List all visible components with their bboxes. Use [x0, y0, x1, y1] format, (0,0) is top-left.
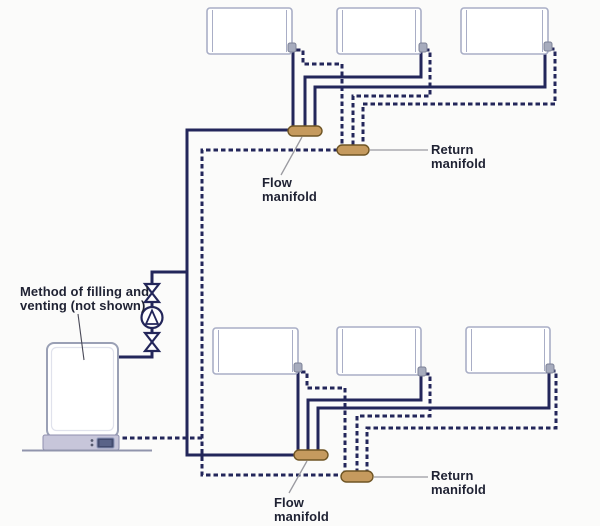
boiler-knob-icon — [90, 439, 94, 442]
boiler-knob-icon — [90, 443, 94, 447]
flow-manifold-top-label-line2: manifold — [262, 189, 317, 204]
radiator-top-2 — [336, 7, 428, 55]
method-label-line2: venting (not shown) — [20, 298, 145, 313]
radiator-panel — [336, 7, 422, 55]
method-label-line1: Method of filling and — [20, 284, 149, 299]
isolating-valve-icon-top — [142, 282, 162, 304]
return-manifold-bottom-label-line2: manifold — [431, 482, 486, 497]
pump-impeller-icon — [144, 308, 160, 325]
flow-branch-bottom-rad5 — [306, 375, 423, 452]
flow-manifold-bottom — [293, 449, 329, 461]
flow-pipes — [119, 49, 551, 457]
flow-branch-top-rad2 — [303, 49, 423, 128]
radiator-top-3 — [460, 7, 553, 55]
radiator-panel — [465, 326, 551, 374]
radiator-top-1 — [206, 7, 297, 55]
return-branch-bottom-rad6 — [365, 369, 558, 471]
pump-valve-assembly — [140, 282, 164, 353]
radiator-valve-icon — [543, 41, 553, 52]
radiator-valve-icon — [417, 366, 427, 377]
radiator-panel — [212, 327, 299, 375]
flow-manifold-top — [287, 125, 323, 137]
radiator-bottom-2 — [336, 326, 427, 377]
return-branch-bottom-rad4 — [301, 370, 347, 471]
return-manifold-top — [336, 144, 370, 156]
return-manifold-top-label-line2: manifold — [431, 156, 486, 171]
leader-method — [77, 313, 85, 361]
radiator-valve-icon — [293, 362, 303, 373]
boiler — [22, 342, 152, 452]
flow-manifold-bottom-label-line2: manifold — [274, 509, 329, 524]
leader-flow-manifold-top — [280, 136, 303, 176]
flow-branch-bottom-rad6 — [316, 371, 551, 452]
return-manifold-bottom — [340, 470, 374, 483]
radiator-bottom-3 — [465, 326, 555, 374]
radiator-panel — [460, 7, 549, 55]
radiator-bottom-1 — [212, 327, 303, 375]
flow-manifold-bottom-label-line1: Flow — [274, 495, 305, 510]
return-manifold-bottom-label-line1: Return — [431, 468, 474, 483]
return-manifold-top-label-line1: Return — [431, 142, 474, 157]
leader-flow-manifold-bottom — [288, 460, 308, 494]
return-pipes — [119, 47, 558, 477]
return-branch-bottom-rad5 — [355, 372, 432, 471]
main-flow-riser — [185, 128, 296, 457]
radiator-panel — [336, 326, 422, 376]
labels: Method of filling and venting (not shown… — [20, 142, 486, 524]
radiator-panel — [206, 7, 293, 55]
radiator-valve-icon — [418, 42, 428, 53]
return-branch-top-rad3 — [361, 47, 557, 145]
flow-manifold-top-label-line1: Flow — [262, 175, 293, 190]
return-branch-top-rad1 — [296, 48, 344, 145]
isolating-valve-icon-bottom — [142, 331, 162, 353]
radiator-valve-icon — [287, 42, 297, 53]
boiler-body — [46, 342, 119, 438]
radiator-valve-icon — [545, 363, 555, 374]
return-branch-top-rad2 — [351, 48, 432, 145]
main-return-riser — [200, 148, 342, 477]
